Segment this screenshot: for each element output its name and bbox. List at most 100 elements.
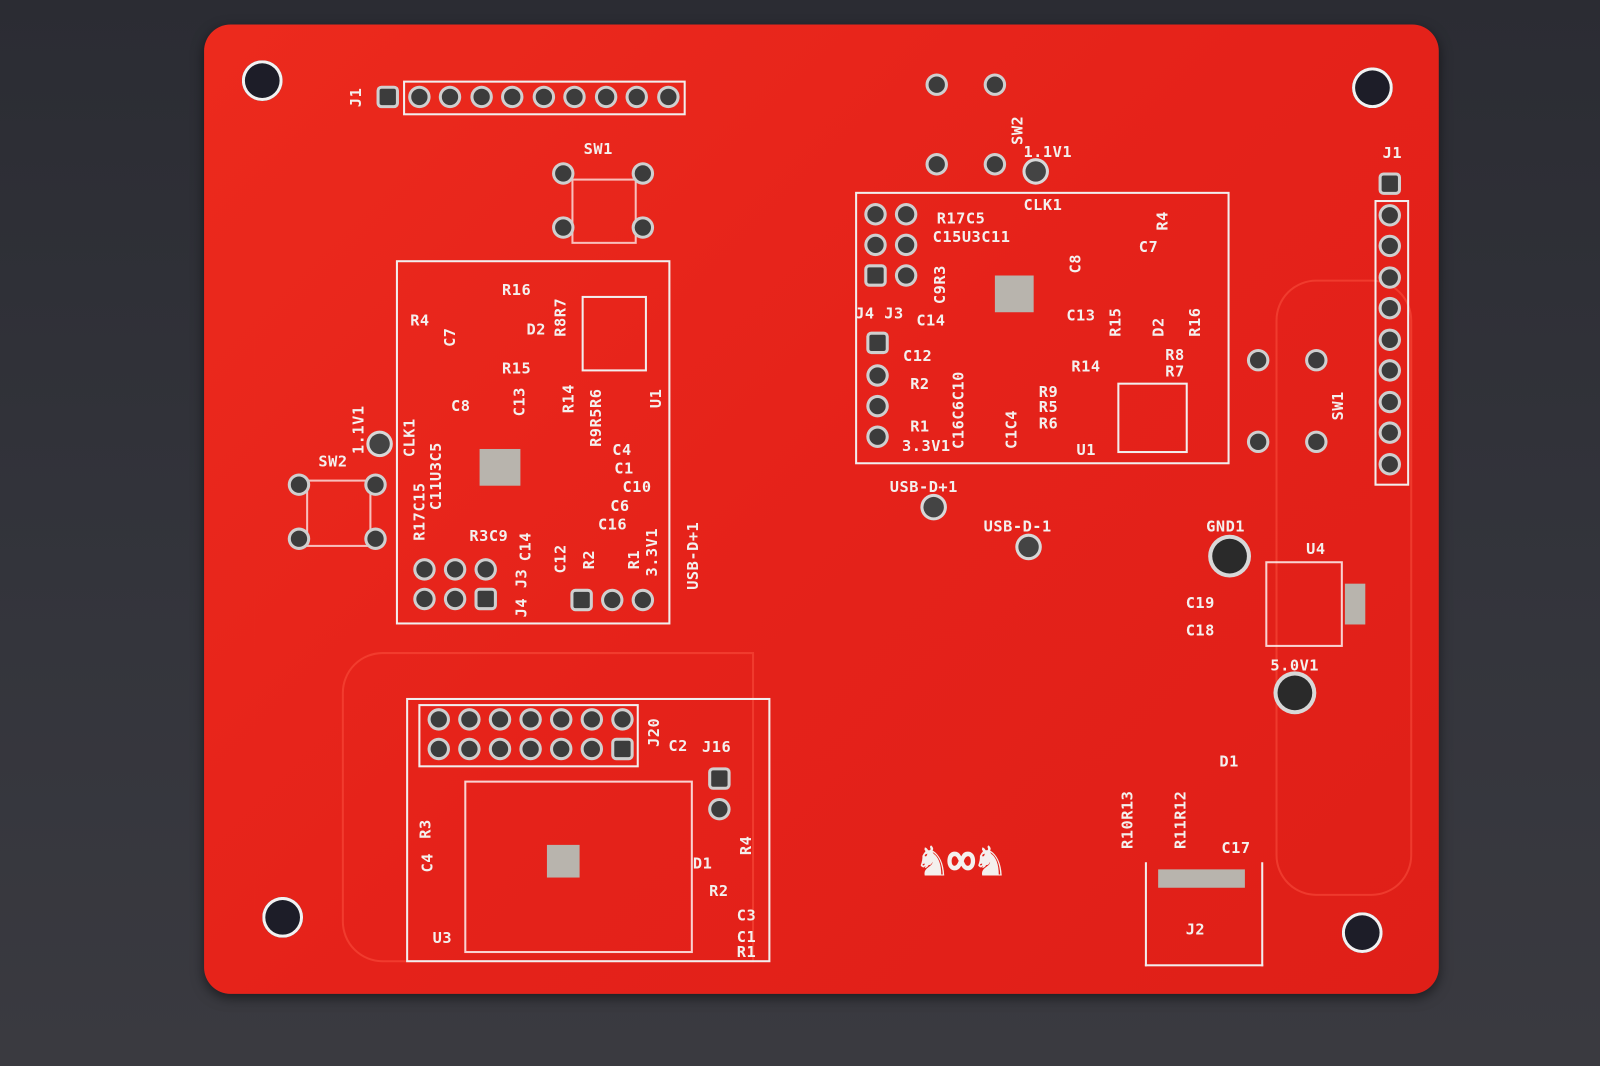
pad [1308,352,1325,369]
header-j20-outline [418,704,639,768]
pad [986,76,1004,93]
label-c6: C6 [610,496,630,516]
label-usb-dp: USB-D+1 [889,477,958,496]
pad [634,591,652,609]
test-point-usb-dm [1018,536,1039,558]
pad [535,88,552,106]
label-c18: C18 [1185,621,1215,640]
pad [614,740,631,758]
pad [472,88,490,106]
label-c1: C1 [614,459,634,478]
mcu-chip [994,275,1034,313]
pad [553,740,570,758]
label-c16: C16 [597,515,628,534]
u1-outline [581,295,647,372]
pad [659,88,677,106]
header-j1-left-outline [403,80,686,116]
test-point-usb-dp [923,496,944,518]
label-r2: R2 [579,549,598,570]
pad [430,740,447,758]
sw1-left-outline [571,178,637,244]
u3-outline [464,780,693,954]
sensor-chip [546,844,580,878]
pad [1381,455,1398,472]
label-c3: C3 [736,906,757,925]
pad [867,206,884,223]
j2-pins [1158,869,1245,888]
label-r8-right: R8 [1165,345,1185,365]
label-r14-right: R14 [1071,357,1101,376]
label-r1-right: R1 [910,417,930,436]
mounting-hole [1341,912,1383,954]
label-3v3: 3.3V1 [642,527,662,577]
pad [573,591,590,609]
mcu-chip [479,448,521,486]
label-sw2: SW2 [318,452,348,471]
label-c13: C13 [510,387,529,417]
label-c7-right: C7 [1138,237,1159,257]
label-r1-bottom: R1 [736,942,757,962]
label-c12-right: C12 [903,346,933,366]
pad [477,561,494,578]
module-bottom-outline [406,697,771,963]
pcb-board [204,24,1439,994]
pad [379,88,396,106]
label-j1-right: J1 [1382,143,1403,163]
pad [290,530,308,547]
label-r1: R1 [624,549,643,570]
pad [566,88,583,106]
label-r3: R3 [416,819,435,839]
label-r4-right: R4 [1153,211,1172,231]
test-point-1v1 [1025,161,1046,182]
label-c7: C7 [440,327,460,347]
mounting-hole [241,60,283,102]
label-r2-right: R2 [910,374,930,393]
label-5v0: 5.0V1 [1270,656,1320,675]
pad [867,236,884,254]
pad [553,711,570,728]
label-r10r13: R10R13 [1118,790,1137,849]
pad [416,590,433,608]
pad [491,711,509,728]
pad [410,88,428,106]
label-c15u3c11: C15U3C11 [932,227,1011,246]
label-c19: C19 [1185,593,1215,613]
label-r9-right: R9 [1038,382,1059,402]
pad [928,156,945,173]
label-r14: R14 [559,384,578,414]
pad [1381,331,1398,348]
mounting-hole [262,896,304,938]
pad [1249,352,1267,369]
label-r2-bottom: R2 [709,881,729,900]
pad [583,711,600,728]
label-d2-right: D2 [1148,317,1168,337]
pad [869,334,886,352]
module-right-outline [855,191,1230,465]
pad [416,561,433,578]
label-c1-bottom: C1 [736,927,757,946]
j1-right-outline [1374,199,1410,486]
pad [430,711,447,728]
pad [555,219,572,236]
label-r7-right: R7 [1165,362,1185,381]
label-clk1: CLK1 [399,418,419,458]
pad [446,561,464,578]
label-gnd1: GND1 [1206,517,1246,536]
label-usb-dp-left: USB-D+1 [683,521,703,590]
label-c16c6c10: C16C6C10 [948,371,968,449]
j2-usb-connector [1144,862,1264,967]
pad [614,711,631,728]
test-point-5v [1277,675,1313,711]
pad [869,428,886,445]
u4-outline [1265,561,1343,647]
pad [1308,433,1325,450]
pad [522,740,539,758]
label-r5-right: R5 [1038,397,1059,417]
label-r3c9: R3C9 [469,526,509,545]
pad [504,88,521,106]
u1-right-outline [1117,382,1188,454]
pad [555,165,572,182]
pad [1381,206,1398,223]
pad [897,267,915,284]
